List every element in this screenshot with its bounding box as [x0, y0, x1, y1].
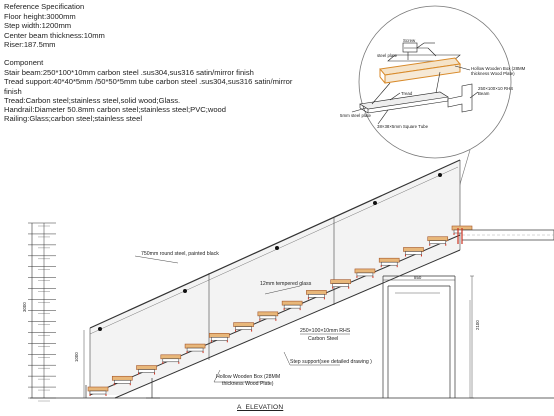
- label-wood-box-elev-2: thickness Wood Plate): [222, 381, 274, 387]
- label-wood-box-elev: Hollow Wooden Box (28MM: [216, 374, 281, 380]
- label-rhs-detail: 250×100×10 RHS Beam: [478, 86, 514, 96]
- tread: [111, 375, 133, 381]
- tread: [281, 300, 303, 306]
- glass-clamps: [98, 173, 442, 331]
- step-support: [138, 369, 155, 373]
- step-support: [186, 347, 204, 352]
- tread: [330, 279, 351, 284]
- step-support: [89, 390, 107, 395]
- tread: [160, 354, 182, 360]
- label-glass: 12mm tempered glass: [260, 281, 312, 287]
- label-left-dim-2: 1000: [74, 352, 79, 362]
- label-screw: Screw: [403, 38, 416, 43]
- component-railing: Railing:Glass;carbon steel;stainless ste…: [4, 114, 143, 124]
- component-tread-support: Tread support:40*40*5mm /50*50*5mm tube …: [4, 77, 293, 96]
- step-support: [380, 261, 398, 266]
- spec-step-width: Step width:1200mm: [4, 21, 72, 31]
- reference-specification: Reference Specification Floor height:300…: [4, 2, 304, 123]
- step-support: [308, 294, 325, 298]
- door-frame: [382, 275, 471, 398]
- tread: [306, 290, 327, 295]
- tread: [209, 333, 230, 338]
- step-support: [211, 337, 228, 341]
- tread: [233, 322, 254, 327]
- component-stair-beam: Stair beam:250*100*10mm carbon steel .su…: [4, 68, 254, 78]
- reference-heading: Reference Specification: [4, 2, 85, 11]
- label-steel-plate-left: 5mm steel plate: [340, 113, 371, 118]
- screw-plate: [402, 42, 418, 53]
- label-tread: Tread: [401, 91, 413, 96]
- component-tread: Tread:Carbon steel;stainless steel,solid…: [4, 95, 181, 105]
- step-support: [429, 240, 446, 244]
- glass-panel-area: [90, 160, 460, 395]
- tread: [378, 257, 400, 263]
- label-steel-plate-top: steel plate: [377, 53, 398, 58]
- component-heading: Component: [4, 58, 44, 68]
- step-support: [283, 304, 301, 309]
- spec-riser: Riser:187.5mm: [4, 39, 56, 49]
- label-square-tube: 38×38×5mm Square Tube: [377, 124, 429, 129]
- label-left-dim: 3000: [22, 302, 27, 312]
- spec-floor-height: Floor height:3000mm: [4, 12, 76, 22]
- tread: [136, 365, 157, 370]
- label-carbon: Carbon Steel: [308, 336, 339, 342]
- tread: [257, 311, 279, 317]
- label-step-support: Step support(see detailed drawing ): [290, 359, 372, 365]
- label-rhs-beam: 250×100×10mm RHS: [300, 328, 351, 334]
- tread: [184, 343, 206, 349]
- step-support: [259, 315, 277, 320]
- detail-circle: [358, 5, 512, 159]
- step-support: [332, 283, 349, 287]
- rhs-beam-detail: [447, 83, 473, 113]
- handrail: [89, 159, 461, 329]
- tread: [427, 236, 449, 242]
- label-round-steel: 750mm round steel, painted black: [141, 251, 219, 257]
- tread: [87, 386, 109, 392]
- label-door-width: 850: [414, 275, 422, 280]
- step-support: [114, 380, 131, 384]
- base-posts: [85, 378, 160, 399]
- spec-beam-thickness: Center beam thickness:10mm: [4, 30, 105, 40]
- label-door-height: 2100: [475, 320, 480, 330]
- step-support: [405, 251, 422, 255]
- drawing-title: A_ELEVATION: [237, 404, 284, 411]
- component-handrail: Handrail:Diameter 50.8mm carbon steel;st…: [4, 105, 227, 115]
- upper-floor-slab: [461, 229, 554, 241]
- detail-assembly: [351, 42, 479, 125]
- top-connection: [457, 228, 463, 244]
- step-support: [356, 272, 374, 277]
- step-support: [162, 358, 180, 363]
- step-support: [235, 326, 252, 330]
- tread: [354, 268, 376, 274]
- stair-beam-bottom: [114, 249, 461, 399]
- label-wood-box: Hollow Wooden Box (28MM thickness Wood P…: [471, 66, 526, 76]
- wood-box-front: [384, 63, 461, 84]
- tread: [403, 247, 424, 252]
